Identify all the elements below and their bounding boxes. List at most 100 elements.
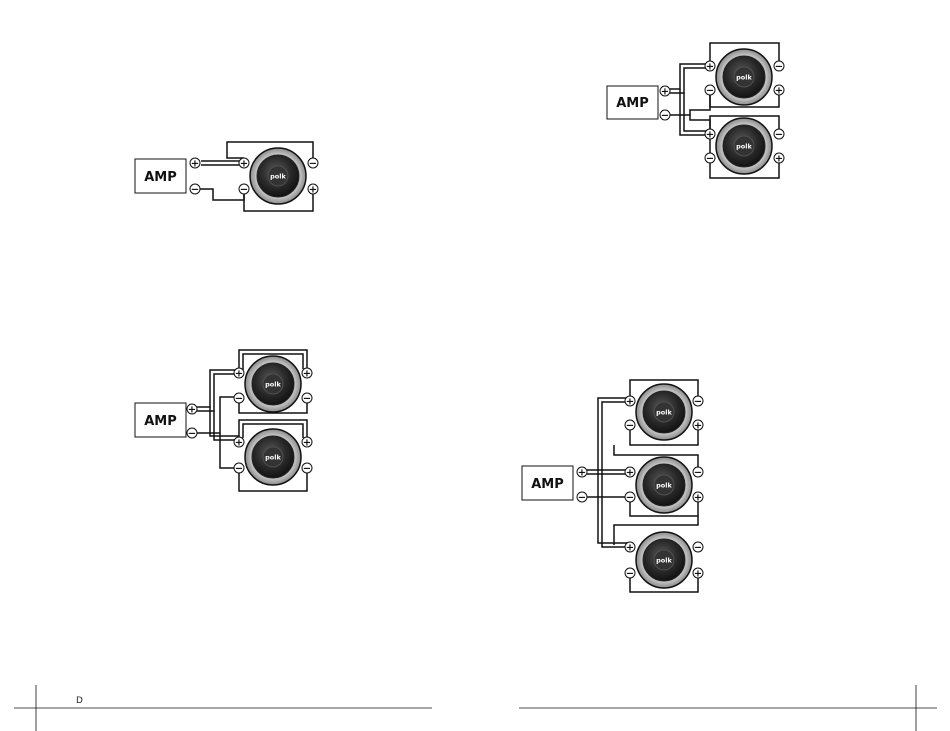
terminal: + (302, 437, 312, 449)
crop-marks (14, 685, 937, 731)
terminal: + (774, 85, 784, 97)
terminal: − (705, 153, 715, 165)
amp-label: AMP (144, 414, 177, 429)
terminal: + (705, 129, 715, 141)
speaker-middle: polk (636, 457, 692, 513)
speaker-top: polk (245, 356, 301, 412)
svg-text:−: − (661, 111, 669, 122)
svg-text:−: − (694, 397, 702, 408)
svg-text:−: − (706, 154, 714, 165)
svg-text:+: + (694, 421, 702, 432)
amp-box: AMP (135, 403, 186, 437)
terminal: + (625, 542, 635, 554)
svg-text:−: − (775, 62, 783, 73)
diagram-three-speakers: AMP + − polk + − − + polk + − − + polk (522, 380, 703, 592)
terminal: − (625, 420, 635, 432)
amp-box: AMP (607, 86, 658, 119)
svg-text:−: − (240, 185, 248, 196)
speaker: polk (250, 148, 306, 204)
terminal-2-plus: + (308, 184, 318, 196)
speaker-brand-logo: polk (656, 482, 672, 490)
terminal: + (234, 368, 244, 380)
terminal: − (234, 463, 244, 475)
speaker-bottom: polk (636, 532, 692, 588)
amp-plus-terminal: + (577, 467, 587, 479)
terminal-1-plus: + (239, 158, 249, 170)
page-letter: D (76, 696, 83, 706)
svg-text:+: + (188, 405, 196, 416)
svg-text:−: − (235, 464, 243, 475)
svg-text:+: + (694, 493, 702, 504)
svg-text:+: + (626, 543, 634, 554)
speaker-brand-logo: polk (736, 74, 752, 82)
terminal: − (302, 463, 312, 475)
svg-text:−: − (303, 464, 311, 475)
terminal: − (234, 393, 244, 405)
svg-text:+: + (661, 87, 669, 98)
diagram-single-speaker: AMP + − polk + − − + (135, 142, 318, 211)
diagram-two-speakers-parallel: AMP + − polk + + − − polk + + − − (135, 350, 312, 491)
speaker-bottom: polk (245, 429, 301, 485)
amp-plus-terminal: + (187, 404, 197, 416)
terminal-1-minus: − (239, 184, 249, 196)
svg-text:−: − (706, 86, 714, 97)
svg-text:−: − (309, 159, 317, 170)
svg-text:−: − (694, 543, 702, 554)
terminal: − (302, 393, 312, 405)
amp-minus-terminal: − (190, 184, 200, 196)
terminal: + (705, 61, 715, 73)
terminal: + (693, 492, 703, 504)
terminal: − (774, 129, 784, 141)
speaker-brand-logo: polk (265, 454, 281, 462)
svg-text:+: + (303, 438, 311, 449)
terminal: − (693, 396, 703, 408)
svg-text:+: + (775, 86, 783, 97)
svg-text:+: + (309, 185, 317, 196)
speaker-brand-logo: polk (656, 409, 672, 417)
svg-text:+: + (706, 130, 714, 141)
speaker-bottom: polk (716, 118, 772, 174)
terminal: + (625, 467, 635, 479)
amp-label: AMP (144, 170, 177, 185)
svg-text:−: − (191, 185, 199, 196)
amp-label: AMP (616, 96, 649, 111)
svg-text:+: + (626, 397, 634, 408)
terminal: − (625, 568, 635, 580)
svg-text:+: + (775, 154, 783, 165)
svg-text:−: − (626, 493, 634, 504)
svg-text:+: + (578, 468, 586, 479)
terminal: + (302, 368, 312, 380)
svg-text:−: − (235, 394, 243, 405)
diagram-two-speakers-series: AMP + − polk + − − + polk + − − + (607, 43, 784, 178)
amp-box: AMP (135, 159, 186, 193)
svg-text:+: + (706, 62, 714, 73)
svg-text:−: − (188, 429, 196, 440)
svg-text:−: − (775, 130, 783, 141)
svg-text:−: − (626, 421, 634, 432)
amp-plus-terminal: + (660, 86, 670, 98)
amp-label: AMP (531, 477, 564, 492)
terminal: − (774, 61, 784, 73)
terminal: − (625, 492, 635, 504)
svg-text:+: + (694, 569, 702, 580)
amp-minus-terminal: − (660, 110, 670, 122)
terminal-2-minus: − (308, 158, 318, 170)
amp-box: AMP (522, 466, 573, 500)
svg-text:+: + (626, 468, 634, 479)
amp-minus-terminal: − (187, 428, 197, 440)
speaker-top: polk (716, 49, 772, 105)
svg-text:+: + (303, 369, 311, 380)
svg-text:+: + (240, 159, 248, 170)
amp-minus-terminal: − (577, 492, 587, 504)
terminal: − (693, 542, 703, 554)
speaker-brand-logo: polk (656, 557, 672, 565)
speaker-brand-logo: polk (270, 173, 286, 181)
svg-text:+: + (191, 159, 199, 170)
terminal: − (693, 467, 703, 479)
svg-text:−: − (694, 468, 702, 479)
amp-plus-terminal: + (190, 158, 200, 170)
svg-text:+: + (235, 369, 243, 380)
speaker-brand-logo: polk (736, 143, 752, 151)
speaker-brand-logo: polk (265, 381, 281, 389)
